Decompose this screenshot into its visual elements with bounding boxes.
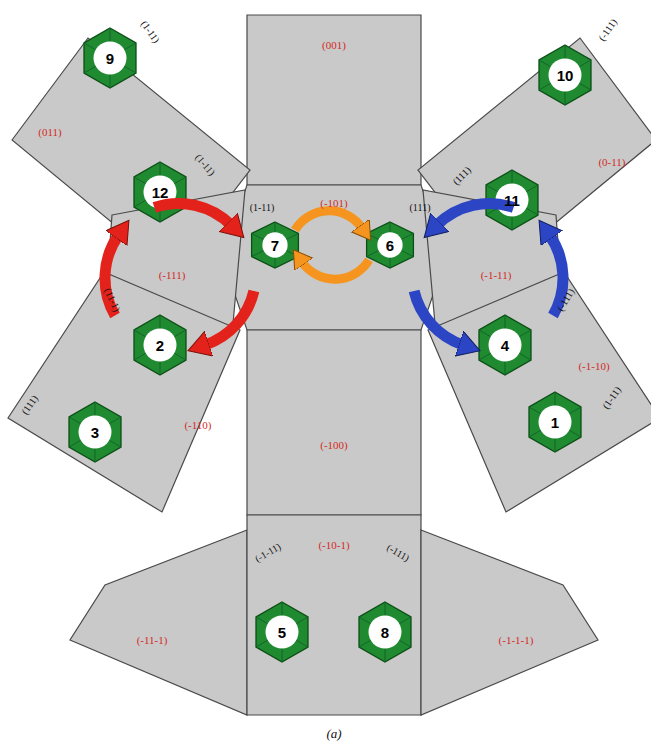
edge-index: (-111) <box>597 17 619 43</box>
crystal-face: (-1-1-1) <box>421 530 598 715</box>
edge-index: (1-11) <box>250 203 275 213</box>
hexagon-site: 4 <box>475 315 535 375</box>
hexagon-site: 10 <box>535 45 595 105</box>
face-outline <box>247 330 421 515</box>
face-outline <box>421 530 598 715</box>
hexagon-site: 8 <box>355 602 415 662</box>
face-index: (-111) <box>159 270 186 281</box>
face-index: (-1-1-1) <box>499 635 534 646</box>
crystal-face: (-100) <box>247 330 421 515</box>
site-number: 7 <box>271 238 279 253</box>
hexagon-site: 3 <box>65 402 125 462</box>
crystal-face: (-11-1) <box>70 530 247 715</box>
hexagon-site: 6 <box>363 222 417 268</box>
face-outline <box>8 272 240 512</box>
site-number: 6 <box>386 238 394 253</box>
face-index: (001) <box>322 40 346 51</box>
hexagon-site: 1 <box>525 392 585 452</box>
site-number: 8 <box>381 625 389 640</box>
edge-index: (1-11) <box>139 19 161 45</box>
face-outline <box>70 530 247 715</box>
crystal-face: (001) <box>247 15 421 185</box>
site-number: 1 <box>551 415 559 430</box>
face-index: (-101) <box>320 198 348 209</box>
edge-index: (111) <box>410 203 431 213</box>
face-index: (0-11) <box>598 157 625 168</box>
site-number: 9 <box>106 51 114 66</box>
face-index: (-100) <box>320 440 348 451</box>
site-number: 3 <box>91 425 99 440</box>
face-index: (011) <box>38 127 61 138</box>
crystal-face: (-110) <box>8 272 240 512</box>
site-number: 11 <box>504 193 520 208</box>
site-number: 5 <box>278 625 286 640</box>
face-index: (-1-11) <box>481 270 512 281</box>
figure-caption: (a) <box>326 726 341 742</box>
site-number: 4 <box>501 338 509 353</box>
face-index: (-1-10) <box>578 361 609 372</box>
site-number: 10 <box>557 68 574 83</box>
hexagon-site: 2 <box>130 315 190 375</box>
hexagon-site: 9 <box>80 28 140 88</box>
site-number: 12 <box>152 185 169 200</box>
hexagon-site: 12 <box>130 162 190 222</box>
face-index: (-10-1) <box>318 540 349 551</box>
site-number: 2 <box>156 338 164 353</box>
face-index: (-110) <box>184 420 211 431</box>
face-index: (-11-1) <box>137 635 168 646</box>
hexagon-site: 5 <box>252 602 312 662</box>
